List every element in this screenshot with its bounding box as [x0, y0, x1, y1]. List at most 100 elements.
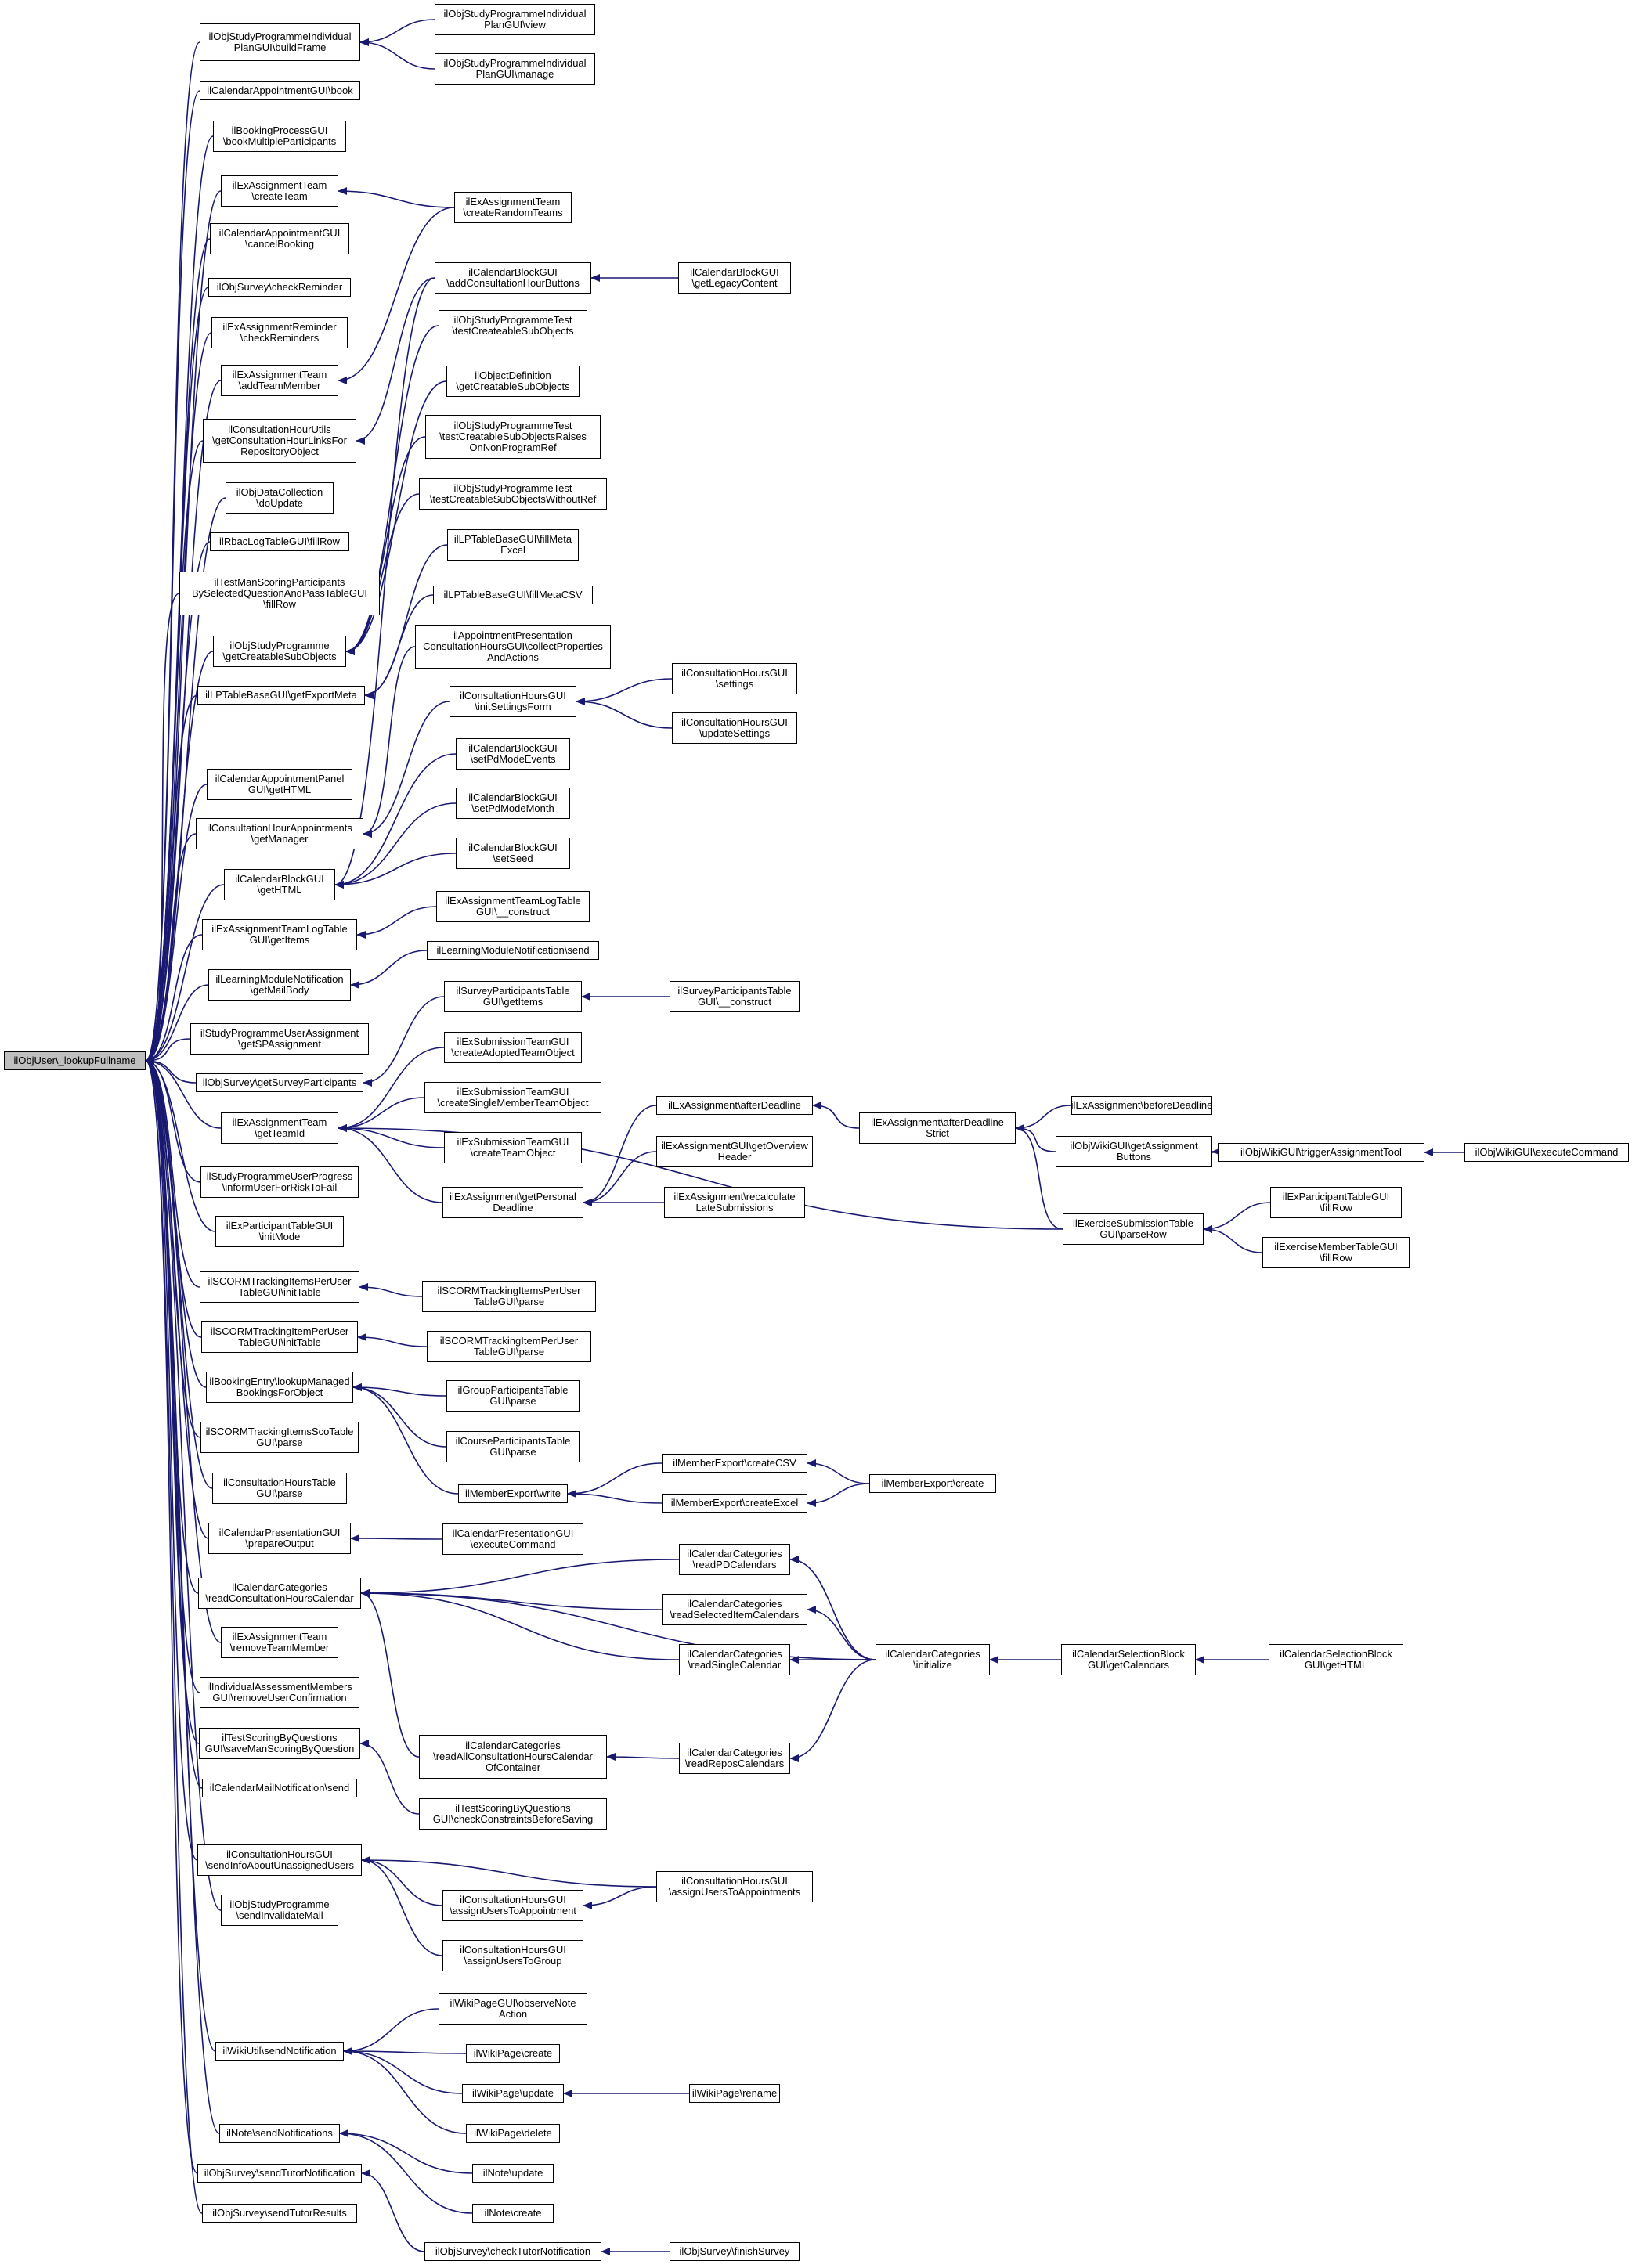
function-node[interactable]: ilLPTableBaseGUI\getExportMeta [197, 686, 365, 705]
function-node[interactable]: ilCalendarCategories \readPDCalendars [679, 1544, 790, 1575]
function-node[interactable]: ilCalendarSelectionBlock GUI\getCalendar… [1061, 1644, 1196, 1675]
function-node[interactable]: ilLPTableBaseGUI\fillMeta Excel [447, 529, 579, 561]
function-node[interactable]: ilWikiPageGUI\observeNote Action [439, 1993, 587, 2025]
function-node[interactable]: ilCalendarSelectionBlock GUI\getHTML [1269, 1644, 1403, 1675]
function-node[interactable]: ilAppointmentPresentation ConsultationHo… [415, 625, 611, 669]
function-node[interactable]: ilCalendarBlockGUI \setPdModeEvents [456, 738, 570, 770]
function-node[interactable]: ilConsultationHoursGUI \assignUsersToApp… [656, 1871, 813, 1902]
function-node[interactable]: ilExAssignment\afterDeadline Strict [859, 1112, 1016, 1144]
function-node[interactable]: ilSCORMTrackingItemsScoTable GUI\parse [200, 1422, 359, 1453]
function-node[interactable]: ilExerciseSubmissionTable GUI\parseRow [1063, 1213, 1204, 1245]
function-node[interactable]: ilBookingProcessGUI \bookMultiplePartici… [213, 121, 346, 152]
function-node[interactable]: ilObjStudyProgramme \getCreatableSubObje… [213, 636, 346, 667]
function-node[interactable]: ilConsultationHourUtils \getConsultation… [203, 419, 356, 463]
function-node[interactable]: ilConsultationHourAppointments \getManag… [196, 818, 363, 849]
function-node[interactable]: ilExAssignment\getPersonal Deadline [442, 1187, 583, 1218]
function-node[interactable]: ilExAssignmentGUI\getOverview Header [656, 1136, 813, 1167]
function-node[interactable]: ilSurveyParticipantsTable GUI\getItems [444, 981, 582, 1012]
function-node[interactable]: ilCalendarMailNotification\send [202, 1779, 357, 1797]
function-node[interactable]: ilExAssignmentTeamLogTable GUI\getItems [202, 919, 357, 950]
function-node[interactable]: ilObjStudyProgramme \sendInvalidateMail [221, 1895, 338, 1926]
function-node[interactable]: ilTestManScoringParticipants BySelectedQ… [179, 572, 380, 615]
function-node[interactable]: ilGroupParticipantsTable GUI\parse [446, 1380, 580, 1412]
function-node[interactable]: ilExAssignmentTeam \createTeam [221, 175, 338, 207]
function-node[interactable]: ilExAssignment\afterDeadline [656, 1096, 813, 1115]
function-node[interactable]: ilExAssignmentTeamLogTable GUI\__constru… [436, 891, 590, 922]
function-node[interactable]: ilWikiUtil\sendNotification [215, 2042, 344, 2061]
function-node[interactable]: ilSCORMTrackingItemPerUser TableGUI\pars… [427, 1331, 591, 1362]
function-node[interactable]: ilExAssignment\recalculate LateSubmissio… [664, 1187, 805, 1218]
function-node[interactable]: ilCalendarCategories \initialize [876, 1644, 990, 1675]
function-node[interactable]: ilExerciseMemberTableGUI \fillRow [1262, 1237, 1410, 1268]
function-node[interactable]: ilObjDataCollection \doUpdate [226, 482, 334, 514]
function-node[interactable]: ilObjStudyProgrammeIndividual PlanGUI\ma… [435, 53, 595, 85]
function-node[interactable]: ilObjSurvey\finishSurvey [670, 2242, 800, 2261]
function-node[interactable]: ilCalendarCategories \readSelectedItemCa… [662, 1594, 807, 1625]
function-node[interactable]: ilConsultationHoursGUI \settings [672, 663, 797, 694]
function-node[interactable]: ilObjSurvey\sendTutorResults [202, 2204, 357, 2223]
function-node[interactable]: ilConsultationHoursGUI \updateSettings [672, 712, 797, 744]
function-node[interactable]: ilExSubmissionTeamGUI \createSingleMembe… [424, 1082, 601, 1113]
function-node[interactable]: ilMemberExport\write [458, 1484, 568, 1503]
function-node[interactable]: ilLearningModuleNotification \getMailBod… [208, 969, 351, 1001]
function-node[interactable]: ilBookingEntry\lookupManaged BookingsFor… [206, 1372, 353, 1403]
function-node[interactable]: ilNote\sendNotifications [219, 2124, 340, 2143]
function-node[interactable]: ilWikiPage\rename [689, 2084, 780, 2103]
function-node[interactable]: ilWikiPage\create [466, 2044, 560, 2063]
function-node[interactable]: ilMemberExport\create [869, 1474, 996, 1493]
function-node[interactable]: ilTestScoringByQuestions GUI\checkConstr… [419, 1798, 607, 1830]
function-node[interactable]: ilCalendarPresentationGUI \prepareOutput [208, 1523, 351, 1554]
function-node[interactable]: ilConsultationHoursGUI \sendInfoAboutUna… [197, 1844, 362, 1876]
function-node[interactable]: ilObjWikiGUI\getAssignment Buttons [1056, 1136, 1212, 1167]
function-node[interactable]: ilWikiPage\delete [466, 2124, 560, 2143]
function-node[interactable]: ilWikiPage\update [462, 2084, 564, 2103]
function-node[interactable]: ilCalendarCategories \readSingleCalendar [679, 1644, 790, 1675]
function-node[interactable]: ilObjSurvey\sendTutorNotification [197, 2164, 362, 2183]
function-node[interactable]: ilCalendarAppointmentGUI\book [200, 81, 360, 100]
function-node[interactable]: ilCalendarCategories \readReposCalendars [679, 1743, 790, 1774]
function-node[interactable]: ilExSubmissionTeamGUI \createTeamObject [444, 1132, 582, 1163]
function-node[interactable]: ilObjSurvey\getSurveyParticipants [196, 1073, 363, 1092]
function-node[interactable]: ilObjStudyProgrammeTest \testCreatableSu… [425, 415, 601, 459]
function-node[interactable]: ilTestScoringByQuestions GUI\saveManScor… [199, 1728, 360, 1759]
function-node[interactable]: ilStudyProgrammeUserProgress \informUser… [200, 1166, 359, 1198]
function-node[interactable]: ilSCORMTrackingItemsPerUser TableGUI\ini… [200, 1271, 359, 1303]
function-node[interactable]: ilConsultationHoursGUI \assignUsersToApp… [442, 1890, 583, 1921]
function-node[interactable]: ilCalendarBlockGUI \getHTML [224, 869, 335, 900]
function-node[interactable]: ilObjSurvey\checkTutorNotification [424, 2242, 601, 2261]
function-node[interactable]: ilSurveyParticipantsTable GUI\__construc… [670, 981, 800, 1012]
function-node[interactable]: ilExAssignment\beforeDeadline [1071, 1096, 1212, 1115]
function-node[interactable]: ilCalendarCategories \readConsultationHo… [198, 1578, 361, 1609]
function-node[interactable]: ilRbacLogTableGUI\fillRow [210, 532, 349, 551]
function-node[interactable]: ilObjSurvey\checkReminder [208, 278, 351, 297]
function-node[interactable]: ilStudyProgrammeUserAssignment \getSPAss… [190, 1023, 369, 1055]
function-node[interactable]: ilCalendarBlockGUI \setSeed [456, 838, 570, 869]
function-node[interactable]: ilCalendarAppointmentPanel GUI\getHTML [207, 769, 352, 800]
function-node[interactable]: ilSCORMTrackingItemsPerUser TableGUI\par… [422, 1281, 596, 1312]
function-node[interactable]: ilObjStudyProgrammeTest \testCreatableSu… [419, 478, 607, 510]
function-node[interactable]: ilExAssignmentTeam \createRandomTeams [454, 192, 572, 223]
root-function-node[interactable]: ilObjUser\_lookupFullname [4, 1051, 146, 1070]
function-node[interactable]: ilObjectDefinition \getCreatableSubObjec… [446, 366, 580, 397]
function-node[interactable]: ilObjWikiGUI\executeCommand [1464, 1143, 1629, 1162]
function-node[interactable]: ilExAssignmentTeam \addTeamMember [221, 365, 338, 396]
function-node[interactable]: ilCalendarAppointmentGUI \cancelBooking [210, 223, 349, 254]
function-node[interactable]: ilCourseParticipantsTable GUI\parse [446, 1431, 580, 1462]
function-node[interactable]: ilCalendarBlockGUI \getLegacyContent [678, 262, 791, 294]
function-node[interactable]: ilMemberExport\createExcel [662, 1494, 807, 1513]
function-node[interactable]: ilLPTableBaseGUI\fillMetaCSV [433, 586, 593, 604]
function-node[interactable]: ilCalendarPresentationGUI \executeComman… [442, 1523, 583, 1555]
function-node[interactable]: ilExSubmissionTeamGUI \createAdoptedTeam… [444, 1032, 582, 1063]
function-node[interactable]: ilLearningModuleNotification\send [427, 941, 599, 960]
function-node[interactable]: ilObjStudyProgrammeIndividual PlanGUI\vi… [435, 4, 595, 35]
function-node[interactable]: ilObjWikiGUI\triggerAssignmentTool [1218, 1143, 1424, 1162]
function-node[interactable]: ilExParticipantTableGUI \initMode [215, 1216, 344, 1247]
function-node[interactable]: ilExParticipantTableGUI \fillRow [1270, 1187, 1402, 1218]
function-node[interactable]: ilCalendarCategories \readAllConsultatio… [419, 1735, 607, 1779]
function-node[interactable]: ilExAssignmentTeam \removeTeamMember [221, 1627, 338, 1658]
function-node[interactable]: ilObjStudyProgrammeTest \testCreateableS… [439, 310, 587, 341]
function-node[interactable]: ilIndividualAssessmentMembers GUI\remove… [200, 1677, 359, 1708]
function-node[interactable]: ilCalendarBlockGUI \addConsultationHourB… [435, 262, 591, 294]
function-node[interactable]: ilMemberExport\createCSV [662, 1454, 807, 1473]
function-node[interactable]: ilCalendarBlockGUI \setPdModeMonth [456, 788, 570, 819]
